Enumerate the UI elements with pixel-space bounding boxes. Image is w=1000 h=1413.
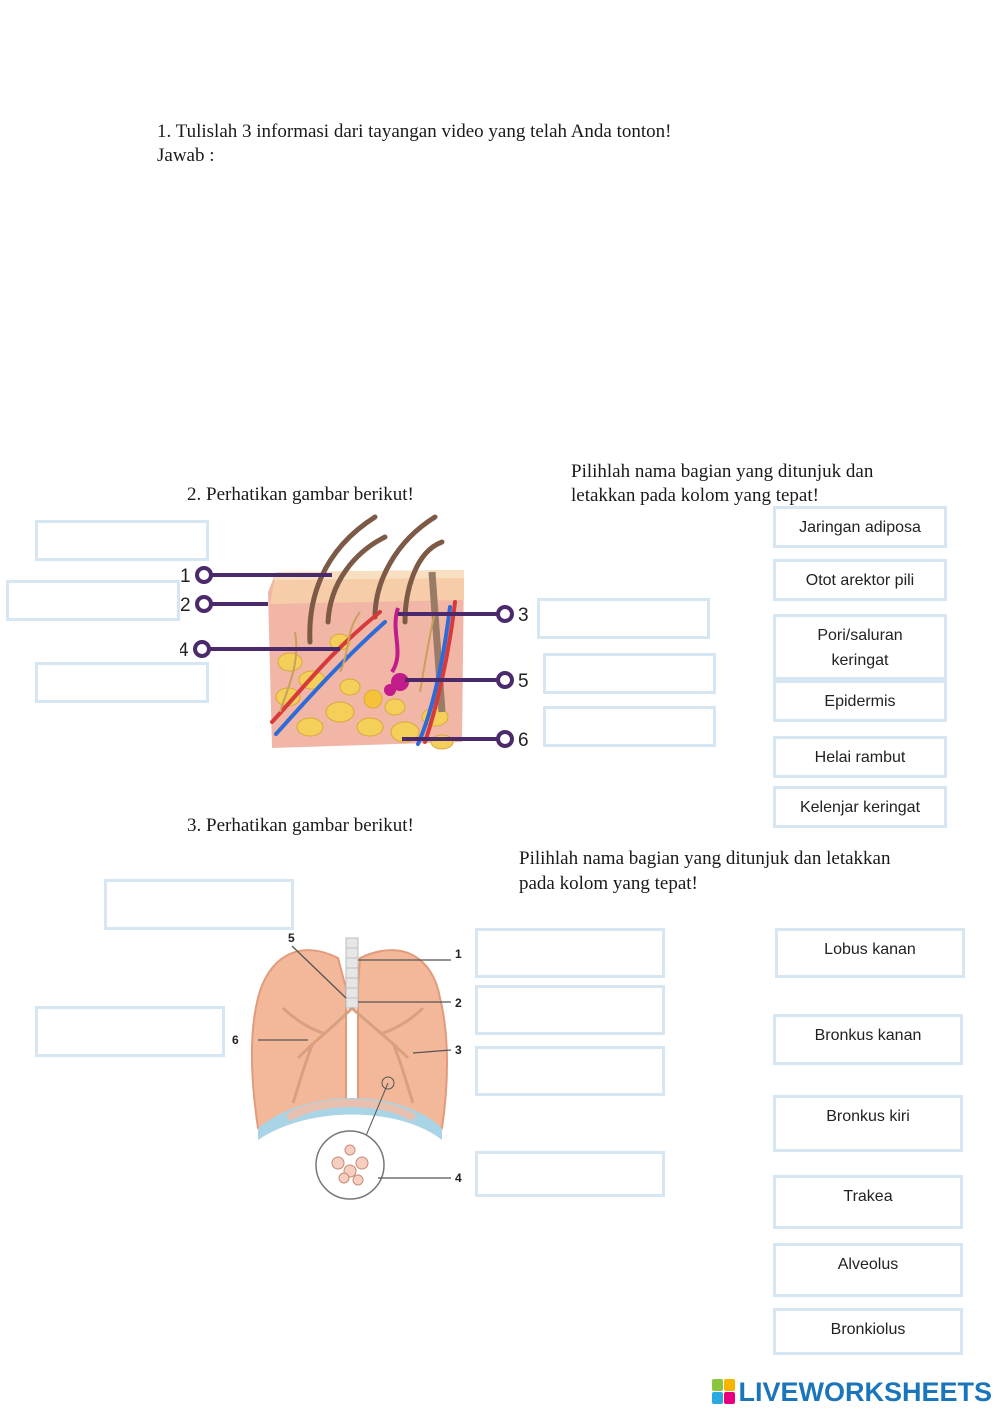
- skin-option-epidermis[interactable]: Epidermis: [773, 680, 947, 722]
- skin-drop-box-5[interactable]: [543, 653, 716, 694]
- question-2-instruction-line1: Pilihlah nama bagian yang ditunjuk dan: [571, 461, 874, 482]
- pointer-markers: [193, 566, 514, 748]
- skin-label-5: 5: [518, 671, 529, 692]
- skin-option-otot-arektor-pili[interactable]: Otot arektor pili: [773, 559, 947, 601]
- skin-label-3: 3: [518, 605, 529, 626]
- skin-drop-box-3[interactable]: [537, 598, 710, 639]
- skin-drop-box-2[interactable]: [6, 580, 180, 621]
- question-1-text: 1. Tulislah 3 informasi dari tayangan vi…: [157, 121, 672, 142]
- lung-option-bronkus-kiri[interactable]: Bronkus kiri: [773, 1095, 963, 1152]
- logo-icon: [712, 1379, 736, 1405]
- answer-label: Jawab :: [157, 145, 215, 166]
- lung-option-bronkus-kanan[interactable]: Bronkus kanan: [773, 1014, 963, 1065]
- question-3-instruction-line2: pada kolom yang tepat!: [519, 873, 698, 894]
- lung-drop-box-1[interactable]: [475, 928, 665, 978]
- question-2-title: 2. Perhatikan gambar berikut!: [187, 484, 414, 505]
- lung-option-trakea[interactable]: Trakea: [773, 1175, 963, 1229]
- lung-diagram: 5 6 1 2 3 4: [232, 931, 462, 1200]
- lung-drop-box-3[interactable]: [475, 1046, 665, 1096]
- lung-label-6: 6: [232, 1033, 239, 1047]
- skin-option-kelenjar-keringat[interactable]: Kelenjar keringat: [773, 786, 947, 828]
- lung-label-3: 3: [455, 1043, 462, 1057]
- skin-option-helai-rambut[interactable]: Helai rambut: [773, 736, 947, 778]
- lung-option-bronkiolus[interactable]: Bronkiolus: [773, 1308, 963, 1355]
- skin-drop-box-4[interactable]: [35, 662, 209, 703]
- logo-text: LIVEWORKSHEETS: [738, 1376, 992, 1407]
- question-3-title: 3. Perhatikan gambar berikut!: [187, 815, 414, 836]
- skin-label-2: 2: [180, 595, 191, 616]
- lung-label-4: 4: [455, 1171, 462, 1185]
- skin-drop-box-1[interactable]: [35, 520, 209, 561]
- bronchi: [281, 1006, 425, 1104]
- lung-label-2: 2: [455, 996, 462, 1010]
- lung-drop-box-5[interactable]: [104, 879, 294, 930]
- skin-label-1: 1: [180, 566, 191, 587]
- lung-drop-box-4[interactable]: [475, 1151, 665, 1197]
- lung-label-5: 5: [288, 931, 295, 945]
- lung-pointer-lines: [258, 945, 452, 1179]
- pointer-lines: [202, 573, 505, 741]
- lung-label-1: 1: [455, 947, 462, 961]
- question-3-instruction-line1: Pilihlah nama bagian yang ditunjuk dan l…: [519, 848, 891, 869]
- skin-label-6: 6: [518, 730, 529, 751]
- skin-label-4: 4: [180, 640, 189, 661]
- liveworksheets-logo: LIVEWORKSHEETS: [712, 1377, 992, 1407]
- lung-drop-box-6[interactable]: [35, 1006, 225, 1057]
- skin-option-jaringan-adiposa[interactable]: Jaringan adiposa: [773, 506, 947, 548]
- hair-strands: [307, 514, 445, 645]
- lung-option-alveolus[interactable]: Alveolus: [773, 1243, 963, 1297]
- lung-option-lobus-kanan[interactable]: Lobus kanan: [775, 928, 965, 978]
- question-2-instruction-line2: letakkan pada kolom yang tepat!: [571, 485, 819, 506]
- skin-drop-box-6[interactable]: [543, 706, 716, 747]
- skin-option-pori-saluran-keringat[interactable]: Pori/saluran keringat: [773, 614, 947, 680]
- lung-drop-box-2[interactable]: [475, 985, 665, 1035]
- skin-diagram: 1 2 4 3 5 6: [180, 514, 529, 751]
